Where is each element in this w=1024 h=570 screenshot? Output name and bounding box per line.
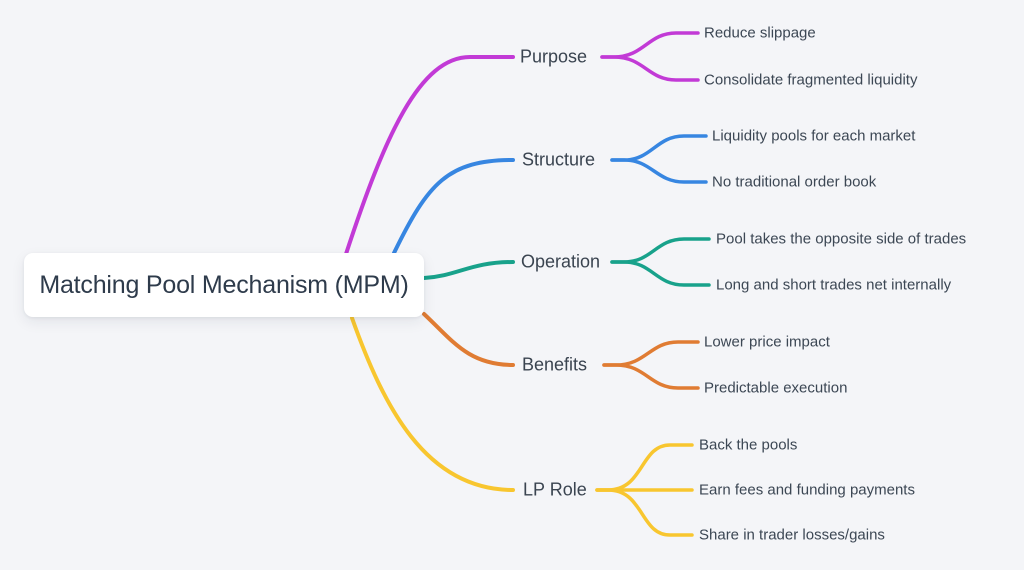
leaf-curve-operation-0 (610, 237, 711, 264)
leaf-curve-structure-1 (610, 158, 708, 184)
branch-label-operation[interactable]: Operation (521, 251, 601, 272)
branch-curve-lp-role (350, 316, 515, 492)
leaf-label-purpose-1[interactable]: Consolidate fragmented liquidity (704, 71, 918, 89)
leaf-label-benefits-0[interactable]: Lower price impact (704, 333, 830, 351)
leaf-label-operation-1[interactable]: Long and short trades net internally (716, 276, 952, 294)
leaf-label-lp-role-0[interactable]: Back the pools (699, 436, 798, 454)
leaf-curve-lp-role-2 (595, 488, 694, 537)
branch-label-benefits[interactable]: Benefits (522, 354, 588, 375)
leaf-curve-purpose-1 (600, 55, 700, 82)
leaf-curve-structure-0 (610, 134, 708, 162)
branch-label-lp-role[interactable]: LP Role (523, 479, 587, 500)
branch-label-purpose[interactable]: Purpose (520, 46, 588, 67)
root-node[interactable]: Matching Pool Mechanism (MPM) (24, 253, 424, 317)
leaf-curve-lp-role-0 (595, 443, 694, 492)
leaf-curve-benefits-0 (602, 340, 700, 367)
leaf-curve-purpose-0 (600, 31, 700, 59)
branch-curve-benefits (422, 312, 515, 367)
branch-curve-structure (392, 158, 515, 255)
leaf-curve-operation-1 (610, 260, 711, 287)
branch-curve-operation (422, 260, 515, 280)
leaf-label-lp-role-1[interactable]: Earn fees and funding payments (699, 481, 915, 499)
root-node-label: Matching Pool Mechanism (MPM) (39, 270, 409, 299)
branch-curve-purpose (344, 55, 515, 256)
leaf-label-benefits-1[interactable]: Predictable execution (704, 379, 848, 397)
branch-label-structure[interactable]: Structure (522, 149, 596, 170)
leaf-label-purpose-0[interactable]: Reduce slippage (704, 24, 816, 42)
leaf-label-structure-0[interactable]: Liquidity pools for each market (712, 127, 916, 145)
leaf-label-lp-role-2[interactable]: Share in trader losses/gains (699, 526, 885, 544)
leaf-curve-benefits-1 (602, 363, 700, 390)
leaf-label-structure-1[interactable]: No traditional order book (712, 173, 877, 191)
leaf-label-operation-0[interactable]: Pool takes the opposite side of trades (716, 230, 967, 248)
